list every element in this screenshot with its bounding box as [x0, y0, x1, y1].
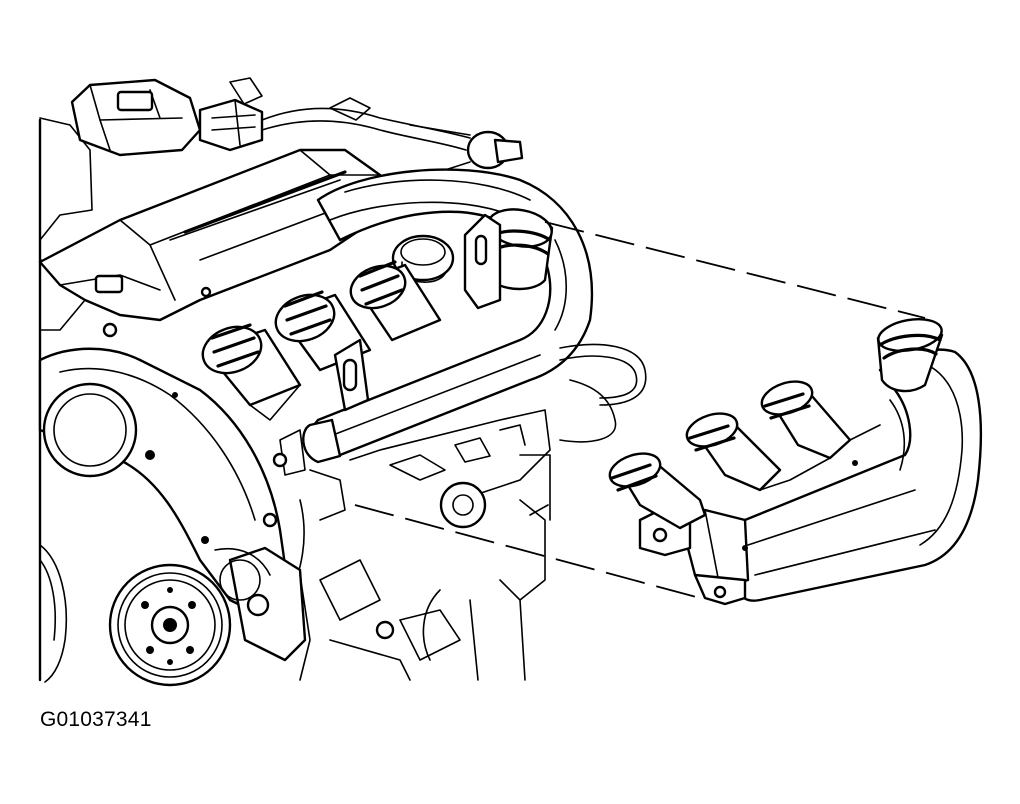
removed-intake-manifold — [608, 318, 983, 606]
removed-runner-3 — [760, 380, 852, 460]
leader-lines — [354, 221, 926, 599]
installed-runner-3 — [349, 260, 442, 342]
timing-cover — [38, 347, 292, 622]
crank-pulley — [39, 544, 68, 683]
installed-intake-manifold — [201, 168, 594, 464]
sensor-fitting — [409, 124, 524, 176]
accessory-pulley — [108, 563, 232, 687]
throttle-body — [70, 78, 264, 157]
figure-id-label: G01037341 — [40, 708, 152, 731]
removed-runner-4 — [876, 318, 944, 393]
installed-runner-4 — [486, 208, 554, 291]
removed-runner-1 — [608, 452, 707, 530]
engine-assembly — [38, 77, 647, 687]
installed-runner-1 — [201, 323, 302, 421]
installed-mount-bracket — [333, 213, 502, 412]
valve-cover — [38, 148, 392, 322]
removed-runner-2 — [685, 412, 782, 492]
